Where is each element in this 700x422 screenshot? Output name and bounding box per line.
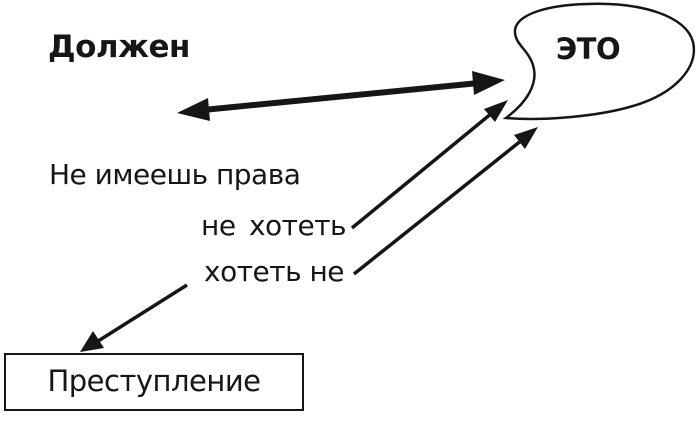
label-crime: Преступление (47, 364, 261, 399)
label-must: Должен (48, 29, 190, 65)
bubble-label-this: ЭТО (555, 32, 621, 66)
arrow-to-crime (80, 283, 188, 352)
label-no-right: Не имеешь права (49, 158, 301, 191)
arrow-not-want-to-this (350, 100, 508, 230)
crime-box: Преступление (4, 353, 304, 411)
arrow-want-not-to-this (352, 127, 538, 276)
speech-bubble (502, 2, 696, 121)
label-to-want-not: хотеть не (204, 255, 344, 288)
double-arrow (177, 71, 505, 121)
label-not-to-want: не хотеть (201, 209, 346, 242)
